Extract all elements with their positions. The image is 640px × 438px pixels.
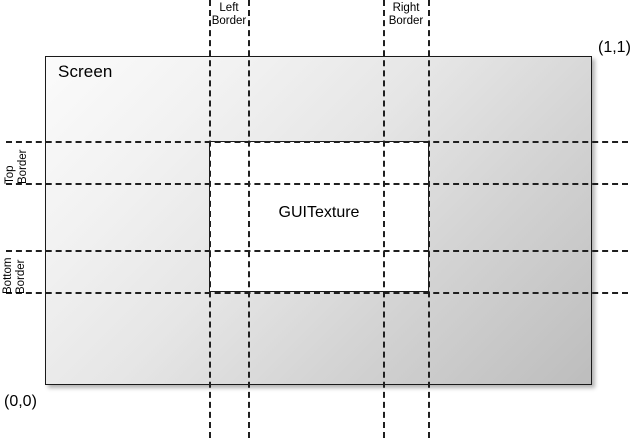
right-border-label-line2: Border bbox=[388, 15, 424, 27]
guitexture-rectangle bbox=[209, 141, 429, 292]
bottom-border-label-line1: Bottom bbox=[2, 257, 14, 294]
top-border-label-line1: Top bbox=[4, 165, 16, 184]
bottom-border-label: Bottom Border bbox=[2, 248, 28, 294]
screen-label: Screen bbox=[58, 62, 113, 81]
guide-horizontal-bottom-border-outer bbox=[6, 292, 628, 294]
guide-vertical-left-border-outer bbox=[209, 0, 211, 438]
top-border-label-line2: Border bbox=[17, 149, 29, 184]
left-border-label-line2: Border bbox=[211, 15, 247, 27]
right-border-label: Right Border bbox=[383, 2, 429, 28]
guide-horizontal-top-border-outer bbox=[6, 141, 628, 143]
corner-label-top-right: (1,1) bbox=[598, 39, 631, 56]
left-border-label-line1: Left bbox=[219, 2, 239, 14]
guide-vertical-right-border-inner bbox=[383, 0, 385, 438]
corner-label-bottom-left: (0,0) bbox=[4, 393, 37, 410]
guide-horizontal-top-border-inner bbox=[6, 183, 628, 185]
guide-vertical-right-border-outer bbox=[428, 0, 430, 438]
guide-horizontal-bottom-border-inner bbox=[6, 250, 628, 252]
bottom-border-label-line2: Border bbox=[15, 259, 27, 294]
top-border-label: Top Border bbox=[4, 140, 30, 184]
left-border-label: Left Border bbox=[207, 2, 251, 28]
guitexture-label: GUITexture bbox=[278, 204, 360, 221]
right-border-label-line1: Right bbox=[392, 2, 420, 14]
guide-vertical-left-border-inner bbox=[248, 0, 250, 438]
